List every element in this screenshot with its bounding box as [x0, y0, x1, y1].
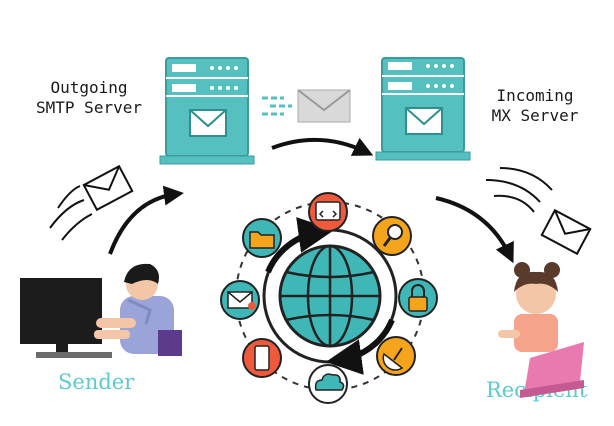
magnifier-icon: [372, 216, 412, 256]
sender-to-server-arrow: [108, 185, 184, 255]
globe-icon: [278, 244, 382, 348]
lock-icon: [398, 278, 438, 318]
incoming-label-line2: MX Server: [491, 106, 579, 125]
recipient-mail-icon: [485, 167, 592, 256]
outgoing-server-label: Outgoing SMTP Server: [14, 78, 164, 118]
server-to-server-arrow: [271, 137, 374, 156]
outgoing-server-icon: [159, 57, 255, 165]
mail-icon: [220, 280, 260, 320]
satellite-dish-icon: [376, 336, 416, 376]
folder-icon: [242, 218, 282, 258]
sender-mail-icon: [49, 164, 134, 241]
phone-icon: [242, 338, 282, 378]
recipient-illustration: [498, 262, 584, 398]
server-to-recipient-arrow: [435, 196, 514, 264]
code-icon: [308, 192, 348, 232]
outgoing-label-line2: SMTP Server: [36, 98, 142, 117]
cloud-icon: [308, 364, 348, 404]
sender-label: Sender: [58, 370, 135, 394]
incoming-label-line1: Incoming: [496, 86, 574, 105]
in-transit-mail-icon: [262, 89, 351, 123]
outgoing-label-line1: Outgoing: [50, 78, 128, 97]
sender-illustration: [20, 263, 182, 358]
incoming-server-label: Incoming MX Server: [470, 86, 600, 126]
incoming-server-icon: [375, 57, 471, 161]
